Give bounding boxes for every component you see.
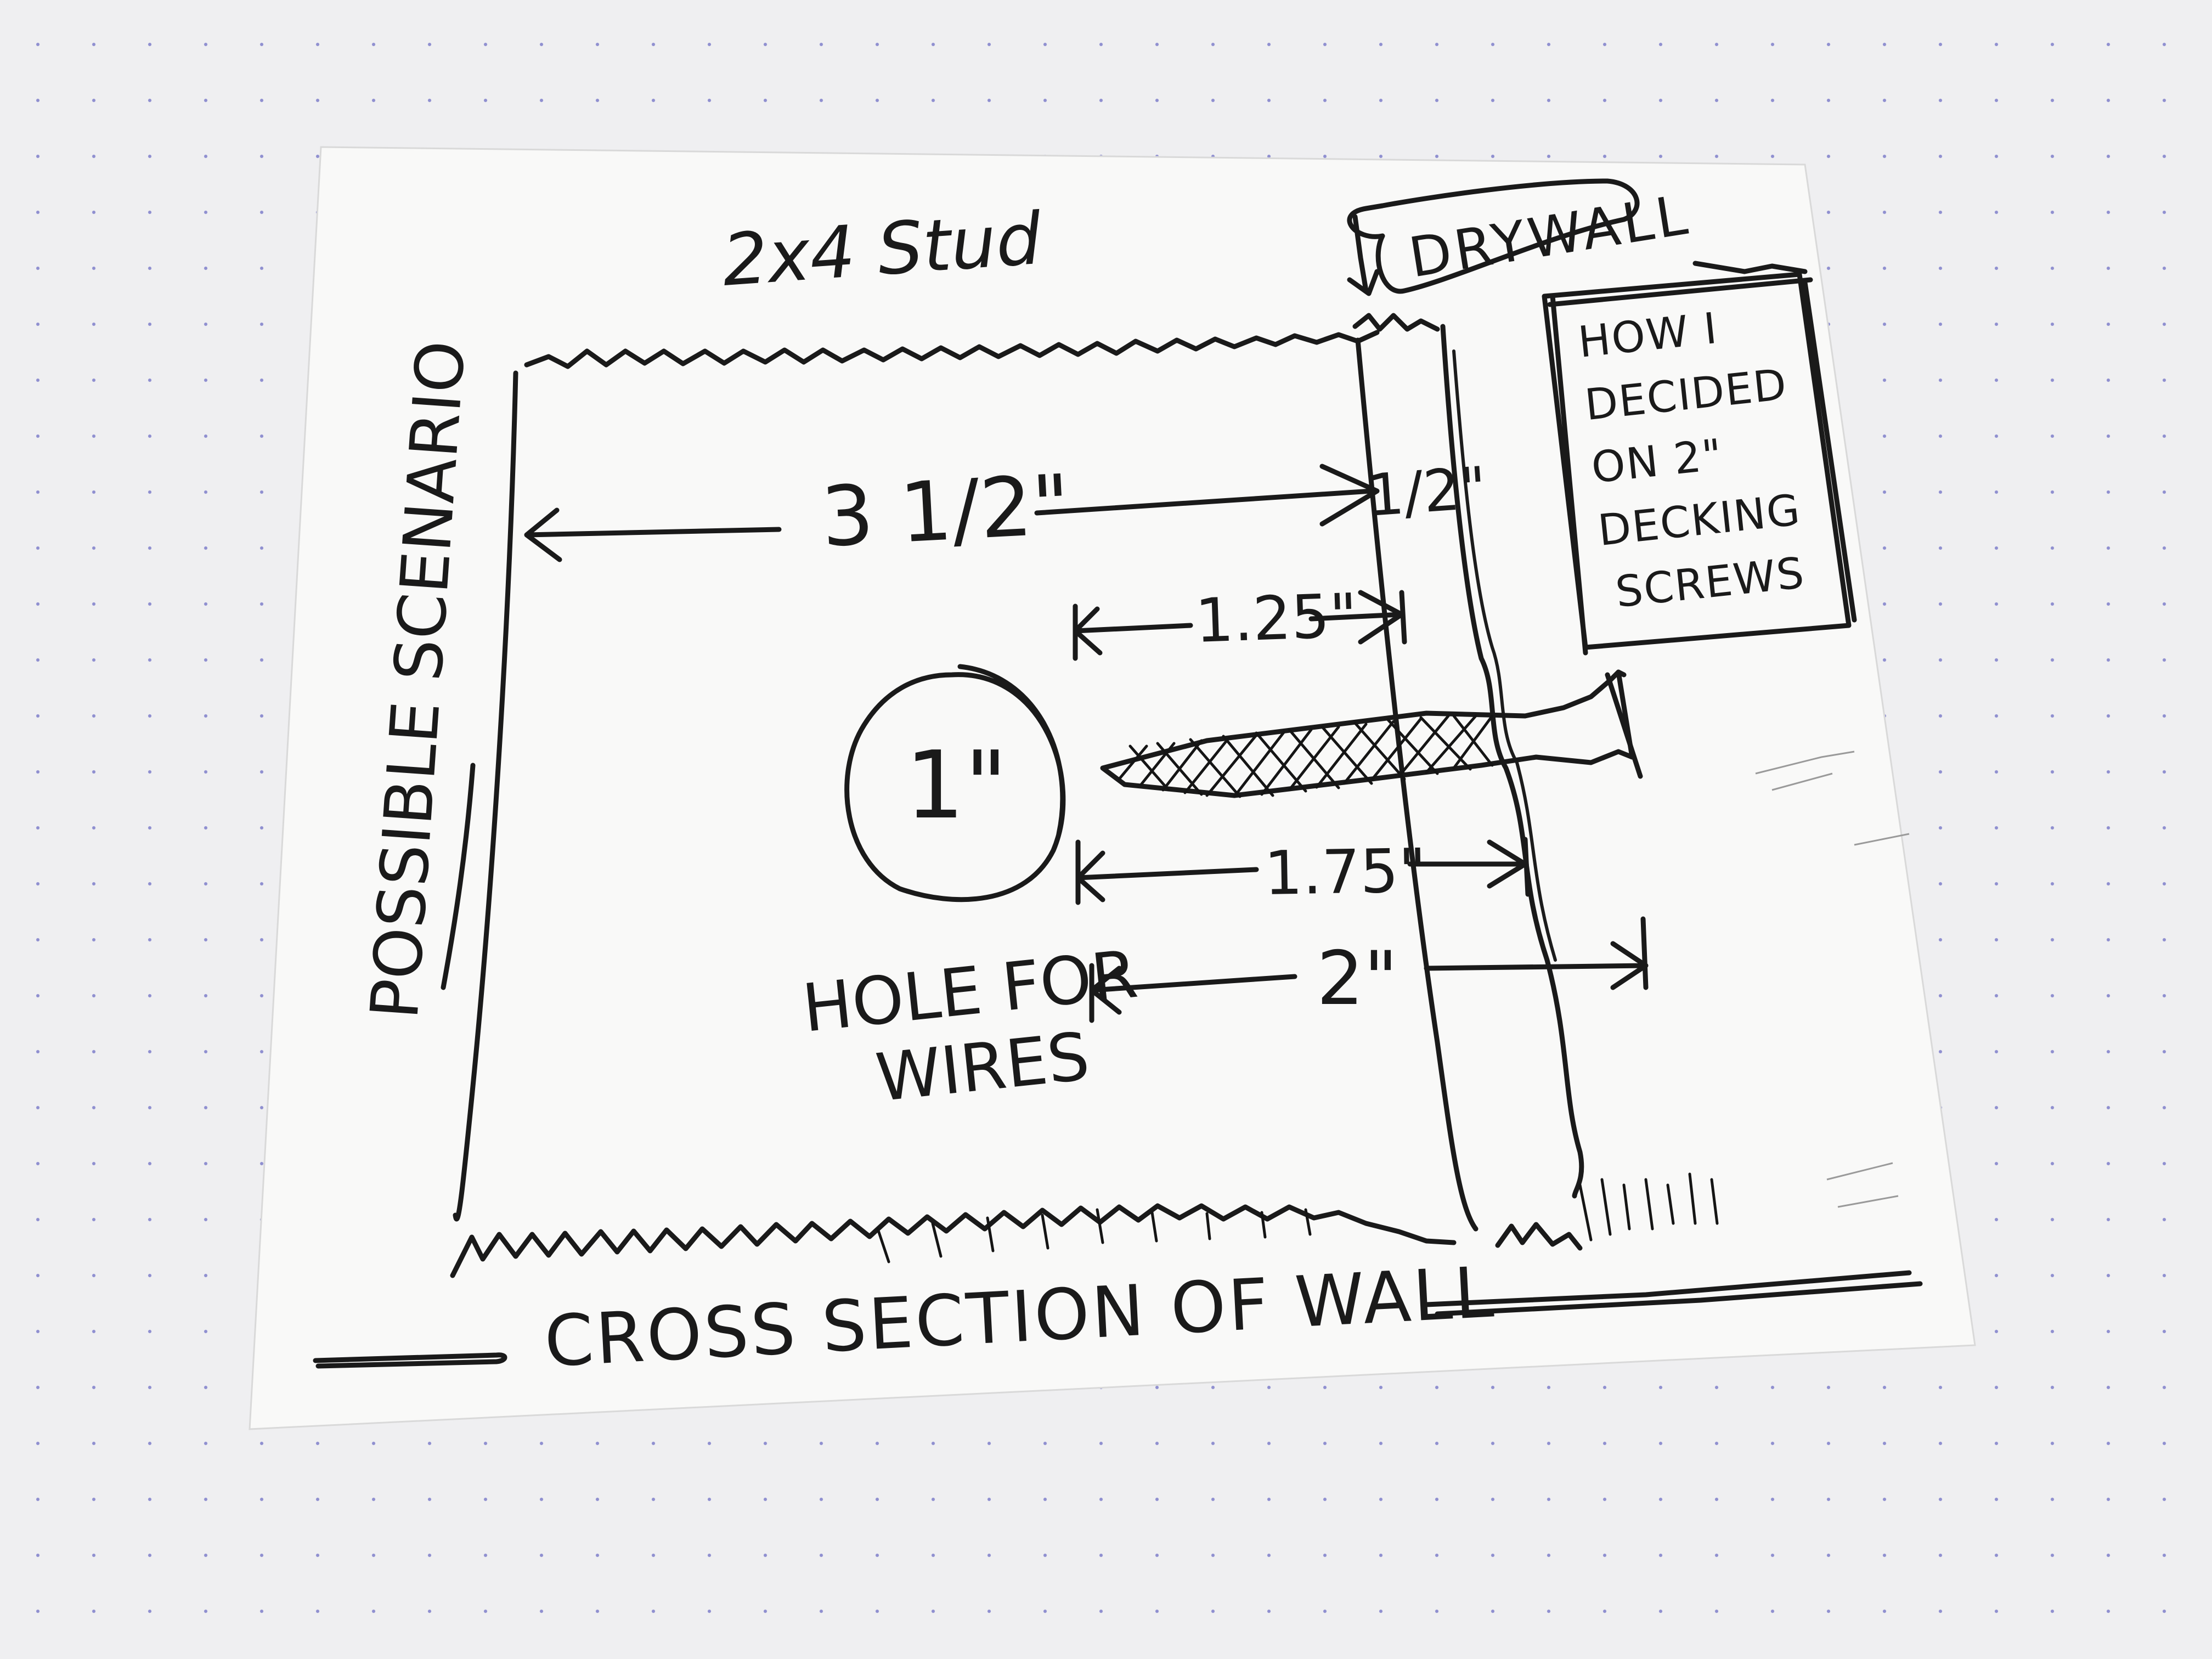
footer-rule-right — [1424, 1270, 1923, 1317]
wire-hole-size: 1" — [905, 731, 1007, 840]
wire-hole-circle — [844, 664, 1066, 902]
hole-to-drywall-back-arrow — [1075, 837, 1531, 905]
drywall-right-edge-shadow — [1452, 349, 1557, 962]
footer-rule-left — [313, 1352, 507, 1369]
side-label-underline — [441, 763, 476, 990]
hole-to-drywall-back-dimension: 1.75" — [1263, 836, 1427, 909]
drywall-callout-bubble — [1347, 178, 1640, 294]
stud-left-edge — [453, 370, 518, 1222]
stud-width-arrow — [524, 464, 1380, 562]
hole-to-face-arrow — [1073, 590, 1407, 661]
margin-smudge — [1755, 751, 1910, 1208]
paper-card — [249, 146, 1976, 1430]
drywall-right-edge — [1440, 324, 1584, 1199]
drywall-top-break-line — [1352, 313, 1440, 332]
note-box — [1542, 261, 1857, 656]
drywall-bottom-smudge — [1578, 1172, 1719, 1242]
hole-to-face-dimension: 1.25" — [1194, 580, 1358, 656]
screw-length-dimension: 2" — [1317, 935, 1398, 1022]
stud-top-break-line — [524, 330, 1380, 369]
drywall-bottom-break-line — [1495, 1222, 1583, 1251]
stud-bottom-break-line — [450, 1203, 1457, 1278]
stud-width-dimension: 3 1/2" — [819, 457, 1073, 565]
drywall-callout-pointer — [1347, 214, 1380, 296]
decking-screw-icon — [1100, 669, 1643, 798]
stud-right-edge — [1355, 337, 1479, 1232]
drywall-thickness-dimension: 1/2" — [1365, 454, 1488, 529]
screw-length-arrow — [1089, 916, 1649, 1023]
stud-bottom-smudge — [876, 1208, 1312, 1263]
